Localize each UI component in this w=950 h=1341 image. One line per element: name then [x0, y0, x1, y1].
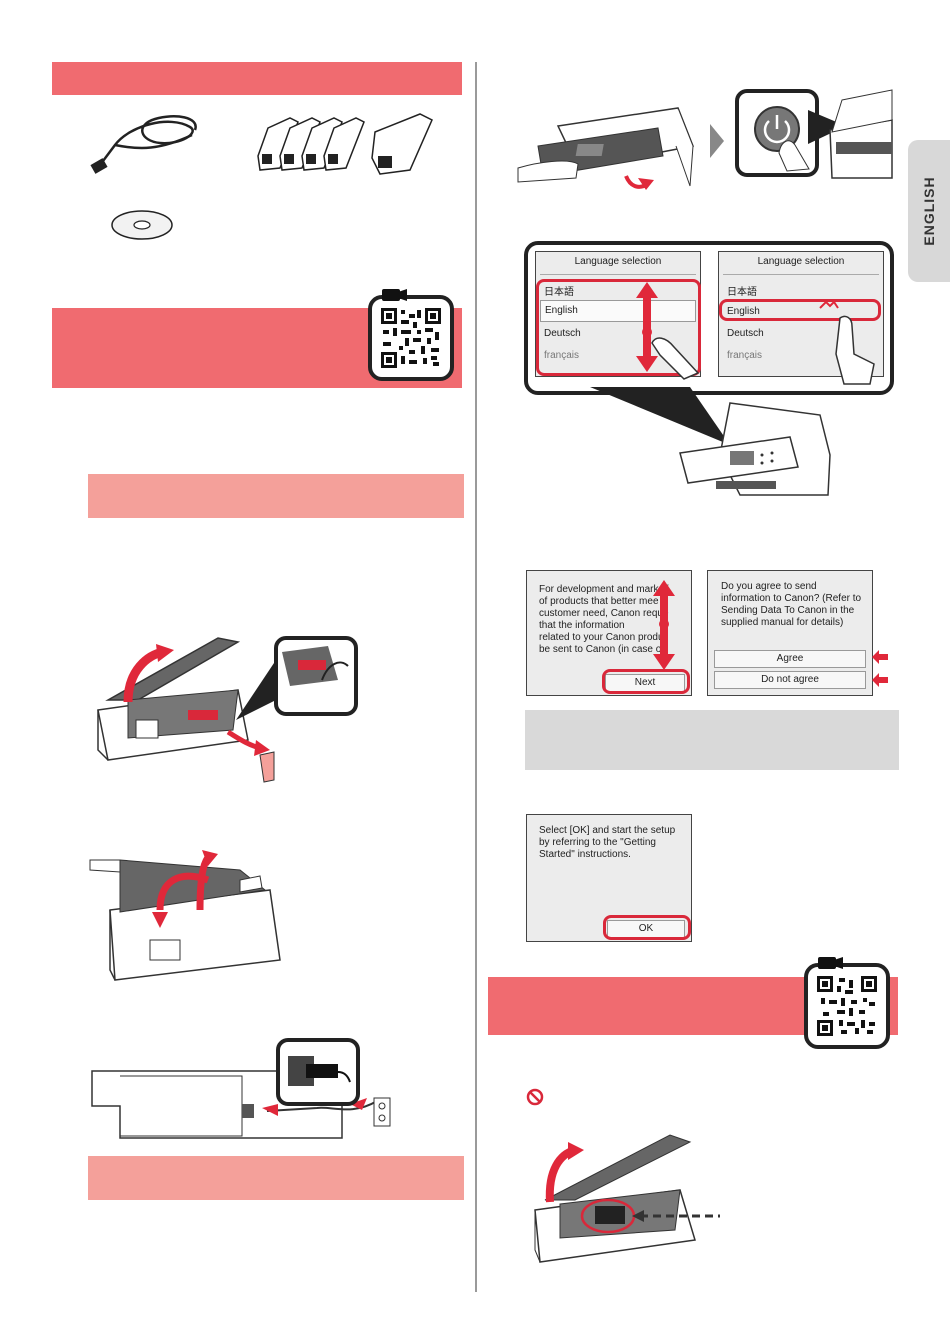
language-screen-title: Language selection — [574, 256, 662, 267]
english-tap-highlight — [719, 299, 881, 321]
power-button-drawing — [754, 106, 810, 172]
agree-button[interactable]: Agree — [714, 650, 866, 668]
video-camera-icon — [382, 289, 400, 301]
printer-close-scanner-illustration — [89, 850, 281, 981]
printer-open-panel-illustration — [517, 107, 695, 190]
tape-closeup-inset — [274, 636, 358, 716]
socket-closeup-drawing — [288, 1056, 351, 1086]
qr-code-video-1[interactable] — [368, 295, 454, 381]
inset-pointer — [236, 660, 276, 720]
video-camera-lens-icon — [398, 289, 407, 301]
printer-open-remove-tape-illustration — [97, 637, 275, 783]
next-step-arrow — [710, 124, 724, 158]
video-camera-icon-2 — [818, 957, 836, 969]
title-rule-2 — [723, 274, 879, 275]
step-subheader-2 — [88, 1156, 464, 1200]
ink-cartridges-illustration — [257, 113, 433, 175]
language-screen-title-2: Language selection — [757, 256, 845, 267]
power-cord-illustration — [90, 115, 197, 174]
printer-open-print-head-illustration — [534, 1134, 720, 1263]
column-divider — [475, 62, 477, 1292]
title-rule — [540, 274, 696, 275]
agree-arrow-icon — [872, 650, 888, 664]
power-inset-pointer — [808, 110, 846, 144]
language-side-tab: ENGLISH — [908, 140, 950, 282]
info-scroll-arrow — [653, 580, 675, 670]
tape-closeup-drawing — [282, 646, 349, 686]
printer-control-panel-illustration — [679, 402, 831, 496]
scroll-area-highlight — [536, 279, 701, 376]
side-tab-label: ENGLISH — [921, 176, 937, 246]
language-option-deutsch-2[interactable]: Deutsch — [727, 328, 764, 339]
printer-partial-illustration — [829, 89, 893, 179]
finger-swipe-icon — [651, 337, 700, 380]
language-option-francais[interactable]: français — [544, 350, 580, 361]
start-setup-text: Select [OK] and start the setup by refer… — [539, 825, 676, 860]
do-not-agree-arrow-icon — [872, 673, 888, 687]
step-subheader-1 — [88, 474, 464, 518]
qr-code-video-2[interactable] — [804, 963, 890, 1049]
agree-screen-text: Do you agree to send information to Cano… — [721, 581, 862, 628]
finger-tap-icon — [835, 315, 875, 385]
screen-pointer-wedge — [590, 387, 730, 445]
qr-pattern-2 — [817, 976, 877, 1036]
language-option-english[interactable]: English — [540, 300, 696, 322]
language-option-english-2[interactable]: English — [727, 306, 760, 317]
do-not-agree-button[interactable]: Do not agree — [714, 671, 866, 689]
power-socket-closeup-inset — [276, 1038, 360, 1106]
tap-indicator-icon — [819, 300, 839, 309]
next-button-highlight — [602, 669, 690, 694]
language-option-deutsch[interactable]: Deutsch — [544, 328, 581, 339]
start-setup-screen: Select [OK] and start the setup by refer… — [526, 814, 692, 942]
ok-button-highlight — [603, 915, 691, 940]
box-contents-header — [52, 62, 462, 95]
qr-pattern — [381, 308, 441, 368]
language-option-francais-2[interactable]: français — [727, 350, 763, 361]
prohibition-icon — [526, 1088, 544, 1106]
info-screen-text: For development and marketi of products … — [539, 584, 670, 655]
setup-cd-illustration — [111, 210, 173, 240]
power-button-closeup-inset — [735, 89, 819, 177]
language-option-japanese[interactable]: 日本語 — [544, 287, 574, 298]
video-camera-lens-icon-2 — [834, 957, 843, 969]
agree-confirmation-screen: Do you agree to send information to Cano… — [707, 570, 873, 696]
scroll-gesture-arrow — [636, 282, 658, 372]
language-option-japanese-2[interactable]: 日本語 — [727, 287, 757, 298]
note-box — [525, 710, 899, 770]
